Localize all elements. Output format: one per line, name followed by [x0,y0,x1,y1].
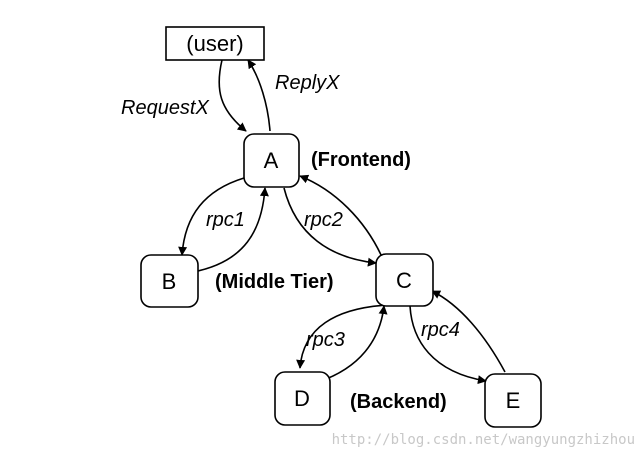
rpc1-return-arrow [192,187,269,273]
node-c: C [375,253,434,307]
rpc2-return-arrow [299,174,383,258]
backend-tier-label: (Backend) [350,391,447,413]
rpc3-call-arrow [296,304,389,369]
node-d: D [274,371,331,426]
middle-tier-label: (Middle Tier) [215,271,334,293]
user-node-label: (user) [186,31,243,56]
reply-arrow [247,59,271,132]
frontend-tier-label: (Frontend) [311,149,411,171]
rpc3-return-arrow [317,305,388,383]
rpc4-call-arrow [409,305,487,385]
request-label: RequestX [121,97,209,119]
rpc2-call-arrow [283,187,377,267]
node-a-label: A [264,148,279,173]
node-e-label: E [506,388,521,413]
node-e: E [484,373,542,428]
rpc1-call-arrow [178,177,245,256]
rpc3-label: rpc3 [306,329,345,351]
node-a: A [243,133,300,188]
reply-label: ReplyX [275,72,340,94]
node-b: B [140,254,199,308]
rpc4-return-arrow [431,290,506,373]
watermark-text: http://blog.csdn.net/wangyungzhizhou [332,432,635,448]
node-c-label: C [396,268,412,293]
rpc2-label: rpc2 [304,209,343,231]
node-d-label: D [294,386,310,411]
rpc4-label: rpc4 [421,319,460,341]
request-arrow [218,59,247,132]
node-b-label: B [162,269,177,294]
user-node: (user) [165,26,265,61]
rpc1-label: rpc1 [206,209,245,231]
